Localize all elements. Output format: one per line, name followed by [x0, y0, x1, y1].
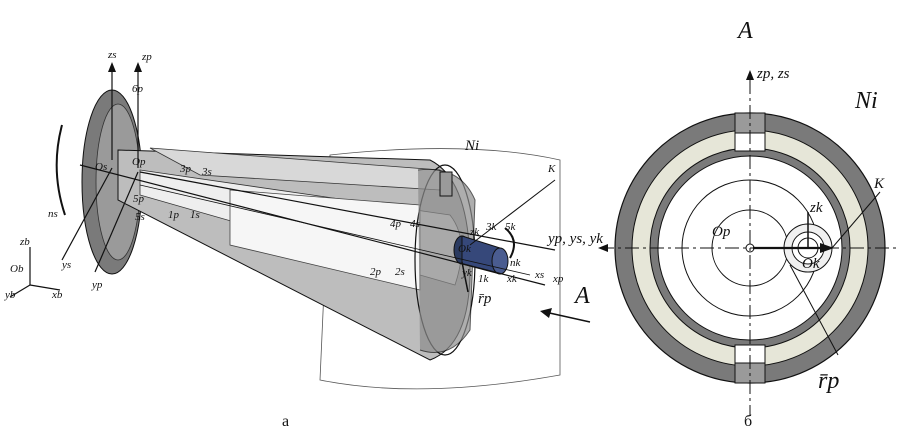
- label-yk: yk: [461, 267, 473, 279]
- label-yb: yb: [4, 289, 16, 301]
- rp-arrowhead-b: [820, 243, 834, 253]
- rotation-ns-arrow: [55, 124, 66, 216]
- panel-b: A zp, zs Ni K yp, ys, yk Op zk Ok r̄p б: [546, 18, 900, 430]
- label-ys: ys: [61, 259, 71, 271]
- label-ok-b: Ok: [802, 256, 820, 272]
- surface-5k: 5k: [505, 221, 517, 233]
- caption-a: а: [282, 413, 289, 430]
- label-xb: xb: [51, 289, 63, 301]
- surface-3k: 3k: [485, 221, 498, 233]
- surface-1k: 1k: [478, 273, 490, 285]
- zs-arrow: [108, 62, 116, 72]
- surface-1s: 1s: [190, 209, 200, 221]
- surface-1p: 1p: [168, 209, 180, 221]
- ys-axis: [61, 167, 113, 261]
- label-zk: zk: [469, 226, 480, 238]
- label-op-b: Op: [712, 224, 731, 240]
- zp-arrow: [134, 62, 142, 72]
- surface-4p: 4p: [390, 218, 402, 230]
- label-os: Os: [95, 161, 107, 173]
- panel-a: zs zp zb Ob yb xb ys yp Os Op ns nk Ok y…: [4, 49, 591, 430]
- view-arrowhead: [540, 308, 552, 318]
- surface-2s: 2s: [395, 266, 405, 278]
- label-ni-b: Ni: [854, 88, 878, 114]
- axis-horizontal-arrow: [598, 244, 608, 252]
- label-zb: zb: [19, 236, 30, 248]
- label-a-arrow: A: [573, 283, 590, 309]
- yp-axis: [94, 171, 139, 273]
- yb-axis: [9, 284, 31, 298]
- surface-3p: 3p: [179, 163, 192, 175]
- label-k-b: K: [873, 176, 885, 192]
- label-ok: Ok: [458, 243, 472, 255]
- label-op: Op: [132, 156, 146, 168]
- surface-3s: 3s: [201, 166, 212, 178]
- label-rp-a: r̄p: [478, 291, 492, 307]
- surface-5s: 5s: [135, 211, 145, 223]
- label-yp: yp: [91, 279, 103, 291]
- label-ns: ns: [48, 208, 58, 220]
- label-k-a: K: [547, 163, 556, 175]
- label-xk: xk: [506, 273, 518, 285]
- plane-ni: [319, 148, 561, 390]
- label-xs: xs: [534, 269, 544, 281]
- view-arrow-line: [544, 311, 591, 323]
- surface-5p: 5p: [133, 193, 145, 205]
- label-xp: xp: [552, 273, 564, 285]
- key-block: [439, 171, 453, 197]
- label-nk: nk: [510, 257, 522, 269]
- label-zs: zs: [107, 49, 117, 61]
- tool-cylinder-end: [491, 247, 509, 275]
- rp-pointer-b: [789, 264, 839, 356]
- surface-6p: 6p: [132, 83, 144, 95]
- label-ni-a: Ni: [464, 138, 479, 154]
- k-pointer-line: [469, 179, 556, 246]
- title-a: A: [736, 18, 753, 44]
- surface-4s: 4s: [410, 218, 420, 230]
- caption-b: б: [744, 413, 752, 430]
- axis-mid-line: [139, 184, 531, 276]
- axis-vertical-arrow: [746, 70, 754, 80]
- rotation-nk-arrow: [504, 227, 515, 259]
- surface-2p: 2p: [370, 266, 382, 278]
- end-ring-shade: [417, 168, 476, 353]
- label-zp: zp: [141, 51, 152, 63]
- xb-axis: [29, 284, 61, 291]
- k-pointer-b: [831, 191, 881, 249]
- label-rp-b: r̄p: [818, 368, 839, 394]
- label-axis-vertical: zp, zs: [756, 66, 790, 82]
- axis-upper-line: [139, 171, 556, 251]
- rp-vector: [461, 261, 469, 293]
- label-zk-b: zk: [809, 200, 823, 216]
- label-ob: Ob: [10, 263, 24, 275]
- label-axis-horizontal: yp, ys, yk: [546, 231, 603, 247]
